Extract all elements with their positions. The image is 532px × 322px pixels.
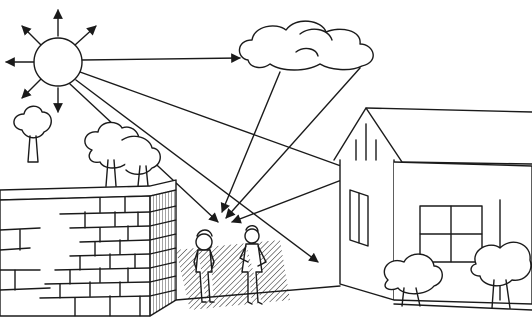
tree-icon bbox=[14, 106, 51, 162]
house-icon bbox=[334, 108, 532, 308]
wall-icon bbox=[0, 180, 176, 316]
ray-sun-to-cloud bbox=[82, 58, 240, 60]
tree-icon bbox=[85, 122, 160, 186]
cloud-icon bbox=[239, 21, 373, 70]
ray-house-to-people bbox=[232, 176, 352, 222]
people-shadow bbox=[176, 240, 290, 310]
sun-icon bbox=[6, 10, 96, 112]
